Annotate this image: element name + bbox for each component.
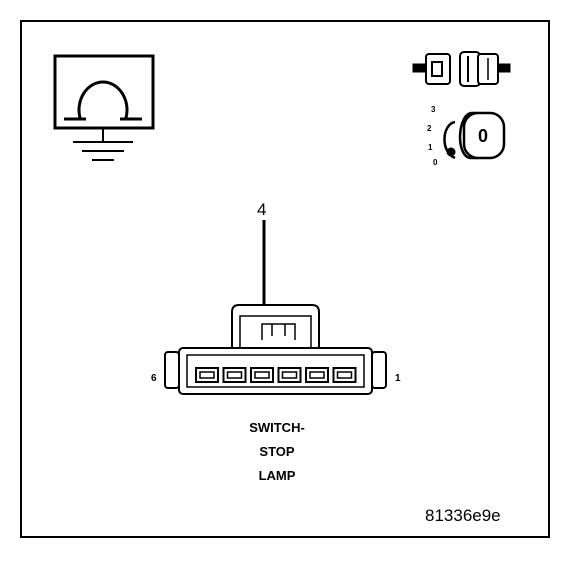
connector-cavity (277, 367, 302, 383)
ignition-position-0: 0 (433, 158, 438, 167)
connector-left-pin-label: 6 (151, 373, 157, 384)
connector-cavity (305, 367, 329, 383)
connector-cavity (332, 367, 357, 383)
ignition-position-2: 2 (427, 124, 432, 133)
connector-cavity (222, 367, 247, 383)
connector-cavities (195, 367, 357, 383)
caption-line-1: SWITCH- (249, 420, 305, 435)
connector-cavity (250, 367, 274, 383)
ignition-position-3: 3 (431, 105, 436, 114)
diagram-frame (20, 20, 550, 538)
connector-cavity (195, 367, 219, 383)
connector-right-pin-label: 1 (395, 373, 401, 384)
ignition-key-label: 0 (478, 126, 489, 146)
figure-id: 81336e9e (425, 506, 501, 525)
ohmmeter-ground-icon (53, 54, 155, 161)
ignition-position-1: 1 (428, 143, 433, 152)
ignition-key-icon (443, 111, 506, 160)
connector-disconnect-icon (412, 51, 511, 87)
caption-line-2: STOP (259, 444, 295, 459)
caption-line-3: LAMP (258, 468, 296, 483)
callout-pin-number: 4 (257, 200, 267, 219)
